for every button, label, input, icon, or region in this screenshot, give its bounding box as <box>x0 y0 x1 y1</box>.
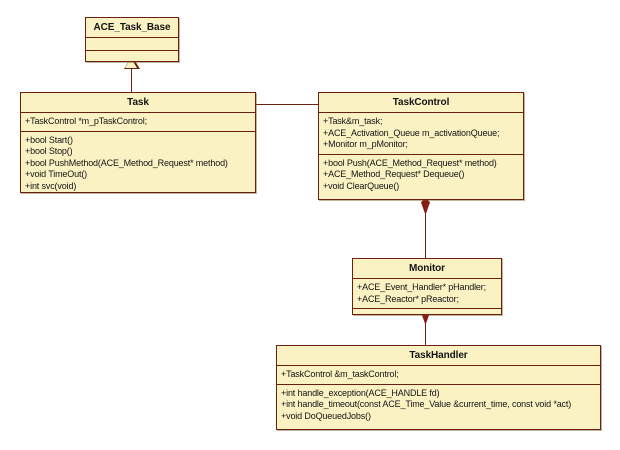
operations-compartment-task: +bool Start() +bool Stop() +bool PushMet… <box>21 132 255 196</box>
operation-line: +bool PushMethod(ACE_Method_Request* met… <box>25 157 228 168</box>
operations-compartment-task-control: +bool Push(ACE_Method_Request* method) +… <box>319 155 523 196</box>
attribute-line: +ACE_Activation_Queue m_activationQueue; <box>323 127 500 138</box>
operation-line: +void TimeOut() <box>25 169 88 179</box>
operations-compartment-ace-task-base <box>86 51 178 64</box>
connector-task-handler-to-monitor <box>425 315 426 345</box>
connector-task-to-task-control <box>256 104 318 105</box>
generalization-arrow-hollow-triangle-fill <box>125 58 137 68</box>
operation-line: +ACE_Method_Request* Dequeue() <box>323 169 465 179</box>
class-name-task-handler: TaskHandler <box>277 346 600 366</box>
class-box-task[interactable]: Task +TaskControl *m_pTaskControl; +bool… <box>20 92 256 193</box>
operation-line: +bool Push(ACE_Method_Request* method) <box>323 157 497 168</box>
class-name-task: Task <box>21 93 255 113</box>
class-name-ace-task-base: ACE_Task_Base <box>86 18 178 38</box>
class-box-task-handler[interactable]: TaskHandler +TaskControl &m_taskControl;… <box>276 345 601 430</box>
attribute-line: +Task&m_task; <box>323 116 383 126</box>
class-name-monitor: Monitor <box>353 259 501 279</box>
attribute-line: +TaskControl &m_taskControl; <box>281 369 399 379</box>
attribute-line: +ACE_Event_Handler* pHandler; <box>357 282 486 292</box>
attribute-line: +ACE_Reactor* pReactor; <box>357 293 459 304</box>
class-box-ace-task-base[interactable]: ACE_Task_Base <box>85 17 179 62</box>
class-box-task-control[interactable]: TaskControl +Task&m_task; +ACE_Activatio… <box>318 92 524 200</box>
operation-line: +int handle_exception(ACE_HANDLE fd) <box>281 387 440 398</box>
attribute-line: +Monitor m_pMonitor; <box>323 139 408 149</box>
operation-line: +int svc(void) <box>25 180 77 191</box>
attribute-line: +TaskControl *m_pTaskControl; <box>25 116 147 126</box>
class-box-monitor[interactable]: Monitor +ACE_Event_Handler* pHandler; +A… <box>352 258 502 315</box>
operation-line: +int handle_timeout(const ACE_Time_Value… <box>281 399 572 409</box>
connector-monitor-to-task-control <box>425 200 426 258</box>
attributes-compartment-monitor: +ACE_Event_Handler* pHandler; +ACE_React… <box>353 279 501 309</box>
operation-line: +bool Stop() <box>25 146 73 156</box>
operation-line: +void DoQueuedJobs() <box>281 410 371 421</box>
connector-task-to-ace-task-base <box>131 68 132 96</box>
attributes-compartment-task: +TaskControl *m_pTaskControl; <box>21 113 255 132</box>
operations-compartment-monitor <box>353 309 501 322</box>
composition-diamond-monitor-end <box>421 307 430 325</box>
operations-compartment-task-handler: +int handle_exception(ACE_HANDLE fd) +in… <box>277 385 600 426</box>
class-name-task-control: TaskControl <box>319 93 523 113</box>
attributes-compartment-ace-task-base <box>86 38 178 51</box>
operation-line: +bool Start() <box>25 134 73 145</box>
composition-diamond-task-control-end <box>421 197 430 215</box>
attributes-compartment-task-handler: +TaskControl &m_taskControl; <box>277 366 600 385</box>
operation-line: +void ClearQueue() <box>323 180 400 191</box>
attributes-compartment-task-control: +Task&m_task; +ACE_Activation_Queue m_ac… <box>319 113 523 155</box>
